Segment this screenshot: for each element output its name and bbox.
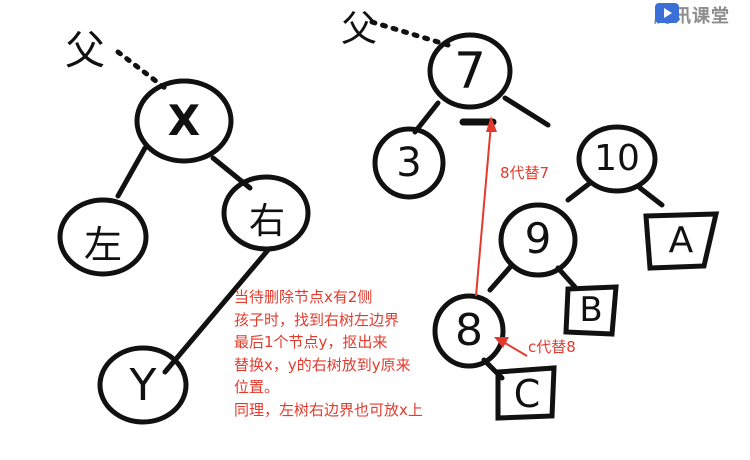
parent-edge-dotted-left [115, 49, 168, 91]
edge-right-to-y [162, 247, 271, 375]
node-8-label: 8 [455, 305, 483, 356]
node-10-circle [576, 124, 658, 194]
arrow-8-to-7-line [475, 123, 492, 297]
edge-x-left [115, 145, 148, 199]
arrow-8-to-7-head [486, 116, 497, 132]
node-7-circle [427, 32, 513, 110]
node-left-label: 左 [83, 223, 122, 267]
box-c [495, 365, 557, 421]
replace-8-label: c代替8 [528, 338, 576, 356]
node-7-label: 7 [454, 42, 486, 100]
node-3-circle [372, 126, 446, 200]
box-b [563, 284, 619, 337]
explanation-note: 当待删除节点x有2侧 孩子时，找到右树左边界 最后1个节点y，抠出来 替换x，y… [234, 288, 423, 419]
box-c-label: C [513, 372, 541, 416]
right-parent-label: 父 [340, 9, 377, 50]
arrow-c-to-8-head [494, 337, 509, 348]
left-parent-label: 父 [65, 28, 105, 74]
node-8-circle [432, 293, 506, 369]
node-9-circle [498, 202, 578, 278]
node-10-label: 10 [594, 138, 640, 179]
box-b-label: B [579, 290, 603, 330]
edge-7-right [502, 95, 551, 128]
node-y-label: Y [129, 360, 157, 411]
node-3-label: 3 [396, 140, 422, 186]
watermark: 腾讯课堂 [654, 2, 730, 28]
replace-7-label: 8代替7 [500, 164, 550, 182]
node-x-label: X [167, 96, 201, 145]
node-y-circle [97, 345, 189, 425]
edge-9-left [487, 262, 515, 293]
edge-7-left [412, 100, 441, 135]
box-a [643, 211, 720, 271]
parent-edge-dotted-right [369, 19, 451, 48]
node-9-label: 9 [524, 214, 552, 263]
node-left-circle [57, 197, 149, 277]
edge-10-left [565, 180, 593, 203]
play-icon [655, 3, 679, 23]
box-a-label: A [668, 220, 694, 261]
node-right-label: 右 [248, 201, 285, 242]
node-x-circle [134, 78, 234, 164]
edge-9-right [555, 265, 578, 290]
edge-10-right [637, 185, 665, 208]
